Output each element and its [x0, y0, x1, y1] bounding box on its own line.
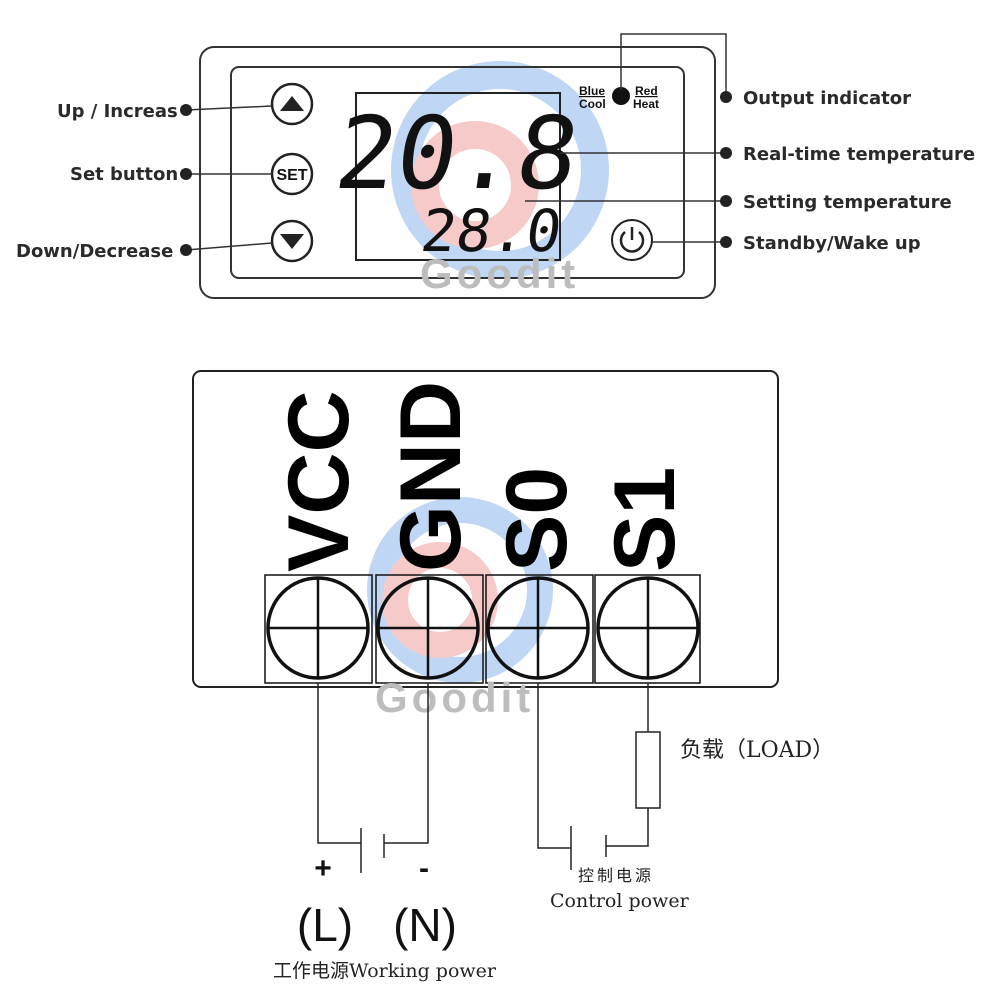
minus-sign: - — [419, 852, 429, 885]
callout-dots — [180, 91, 732, 256]
label-standby-wake: Standby/Wake up — [743, 233, 921, 254]
lcd-display — [355, 92, 561, 261]
panel-face — [230, 66, 685, 279]
down-button[interactable] — [270, 219, 314, 263]
load-resistor — [635, 731, 661, 809]
label-realtime-temperature: Real-time temperature — [743, 144, 975, 165]
terminal-s0 — [485, 574, 594, 684]
terminal-label-s0: S0 — [489, 467, 585, 572]
label-down-decrease: Down/Decrease — [16, 241, 173, 262]
setting-temperature-value: 28.0 — [417, 197, 566, 265]
terminal-label-gnd: GND — [383, 381, 479, 572]
terminal-label-s1: S1 — [597, 467, 693, 572]
control-power-circuit — [537, 683, 661, 870]
terminal-board — [192, 370, 779, 688]
indicator-red-label: Red — [635, 84, 658, 98]
label-live: (L) — [297, 899, 353, 951]
set-button[interactable]: SET — [270, 152, 314, 196]
label-load: 负载（LOAD） — [680, 738, 834, 763]
terminal-s1 — [594, 574, 701, 684]
label-control-power-cn: 控制电源 — [578, 866, 654, 885]
terminal-label-vcc: VCC — [271, 390, 367, 572]
label-working-power: 工作电源Working power — [273, 960, 497, 982]
down-arrow-icon — [280, 234, 304, 249]
terminal-gnd — [375, 574, 484, 684]
controller-panel — [199, 46, 716, 299]
watermark-text-2: Goodit — [375, 674, 534, 721]
watermark-logo — [367, 61, 609, 683]
indicator-heat-label: Heat — [633, 97, 659, 111]
terminal-vcc — [264, 574, 373, 684]
label-output-indicator: Output indicator — [743, 88, 911, 109]
up-arrow-icon — [280, 96, 304, 111]
output-indicator-led — [612, 87, 630, 105]
plus-sign: + — [314, 852, 332, 885]
indicator-cool-label: Cool — [579, 97, 606, 111]
label-neutral: (N) — [393, 899, 457, 951]
watermark-text: Goodit — [420, 250, 579, 297]
standby-button[interactable] — [611, 219, 653, 261]
label-control-power: Control power — [550, 890, 690, 912]
up-button[interactable] — [270, 82, 314, 126]
label-set-button: Set button — [70, 164, 178, 185]
callout-lines — [185, 33, 727, 251]
set-button-label: SET — [276, 167, 307, 184]
realtime-temperature-value: 20.8 — [329, 95, 586, 211]
label-up-increase: Up / Increas — [57, 101, 178, 122]
working-power-circuit — [317, 683, 429, 873]
power-icon — [619, 231, 645, 253]
label-setting-temperature: Setting temperature — [743, 192, 952, 213]
indicator-blue-label: Blue — [579, 84, 605, 98]
